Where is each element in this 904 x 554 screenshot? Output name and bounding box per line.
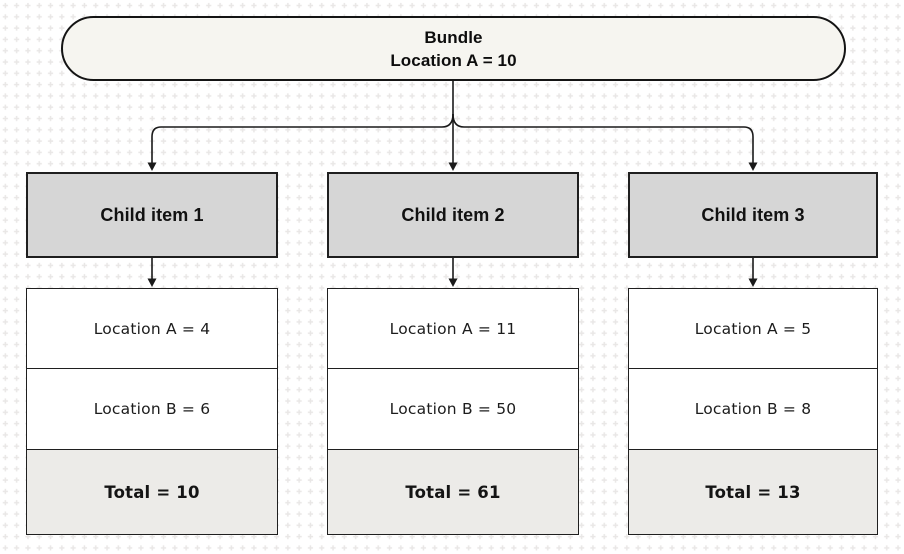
child-item-2-label: Child item 2 xyxy=(401,204,505,225)
arrowhead-stack3 xyxy=(748,278,758,287)
total-row[interactable]: Total = 13 xyxy=(628,449,878,536)
child-item-1-details: Location A = 4 Location B = 6 Total = 10 xyxy=(26,288,278,536)
bundle-subtitle: Location A = 10 xyxy=(390,50,517,70)
bundle-node[interactable]: Bundle Location A = 10 xyxy=(61,16,846,81)
location-b-row[interactable]: Location B = 8 xyxy=(628,367,878,451)
child-item-1-node[interactable]: Child item 1 xyxy=(26,172,278,258)
total-row[interactable]: Total = 10 xyxy=(26,449,278,536)
child-item-3-label: Child item 3 xyxy=(701,204,805,225)
child-item-2-node[interactable]: Child item 2 xyxy=(327,172,579,258)
child-item-3-node[interactable]: Child item 3 xyxy=(628,172,878,258)
child-item-2-details: Location A = 11 Location B = 50 Total = … xyxy=(327,288,579,536)
child-item-3-details: Location A = 5 Location B = 8 Total = 13 xyxy=(628,288,878,536)
location-a-row[interactable]: Location A = 4 xyxy=(26,288,278,369)
arrowhead-stack1 xyxy=(147,278,157,287)
connector-bundle-child3 xyxy=(452,113,754,163)
location-a-row[interactable]: Location A = 5 xyxy=(628,288,878,369)
arrowhead-stack2 xyxy=(448,278,458,287)
total-row[interactable]: Total = 61 xyxy=(327,449,579,536)
arrowhead-child1 xyxy=(147,162,157,171)
location-a-row[interactable]: Location A = 11 xyxy=(327,288,579,369)
connector-bundle-child1 xyxy=(151,113,454,163)
arrowhead-child3 xyxy=(748,162,758,171)
location-b-row[interactable]: Location B = 50 xyxy=(327,367,579,451)
bundle-title: Bundle xyxy=(424,27,483,47)
child-item-1-label: Child item 1 xyxy=(100,204,204,225)
arrowhead-child2 xyxy=(448,162,458,171)
location-b-row[interactable]: Location B = 6 xyxy=(26,367,278,451)
